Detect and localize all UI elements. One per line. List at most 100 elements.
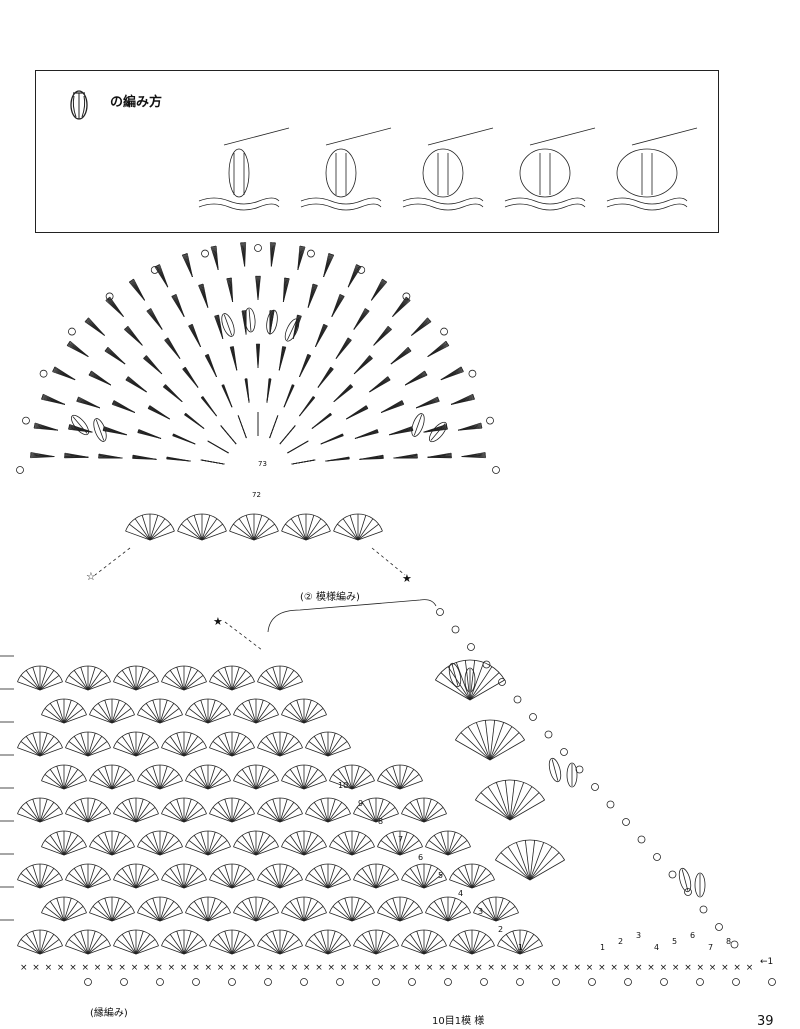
double-crochet-stitch	[350, 515, 358, 540]
double-crochet-stitch	[338, 835, 352, 855]
double-crochet-stitch	[65, 682, 88, 690]
motif-shell	[318, 367, 333, 387]
double-crochet-stitch	[405, 371, 424, 385]
double-crochet-stitch	[69, 741, 88, 756]
double-crochet-stitch	[282, 531, 306, 540]
pattern-shell	[113, 732, 158, 756]
double-crochet-stitch	[208, 781, 231, 789]
motif-shell	[267, 379, 271, 403]
double-crochet-stitch	[160, 769, 174, 789]
double-crochet-stitch	[280, 736, 294, 756]
double-crochet-stitch	[136, 814, 159, 822]
double-crochet-stitch	[141, 840, 160, 855]
double-crochet-stitch	[189, 774, 208, 789]
double-crochet-stitch	[201, 766, 208, 789]
motif-shell	[199, 284, 208, 308]
double-crochet-stitch	[305, 880, 328, 888]
double-crochet-stitch	[40, 799, 47, 822]
pattern-shell	[377, 897, 422, 921]
double-crochet-stitch	[280, 675, 299, 690]
motif-shell	[354, 308, 369, 329]
double-crochet-stitch	[202, 519, 217, 540]
pattern-shell	[89, 897, 134, 921]
double-crochet-stitch	[291, 460, 315, 464]
double-crochet-stitch	[237, 840, 256, 855]
double-crochet-stitch	[112, 898, 119, 921]
double-crochet-stitch	[88, 748, 111, 756]
double-crochet-stitch	[242, 769, 256, 789]
pattern-shell	[233, 897, 278, 921]
motif-shell	[374, 326, 392, 345]
edge-picot	[545, 731, 552, 738]
double-crochet-stitch	[89, 781, 112, 789]
double-crochet-stitch	[410, 802, 424, 822]
double-crochet-stitch	[146, 901, 160, 921]
edge-row-number-1: 1	[600, 943, 605, 952]
double-crochet-stitch	[328, 873, 347, 888]
motif-shell	[348, 264, 361, 287]
double-crochet-stitch	[377, 847, 400, 855]
motif-shell	[321, 434, 344, 444]
bobble-strand	[249, 309, 251, 331]
double-crochet-stitch	[129, 733, 136, 756]
double-crochet-stitch	[425, 913, 448, 921]
double-crochet-stitch	[88, 939, 107, 954]
double-crochet-stitch	[393, 766, 400, 789]
motif-picot	[17, 467, 24, 474]
double-crochet-stitch	[232, 667, 239, 690]
double-crochet-stitch	[304, 847, 327, 855]
double-crochet-stitch	[40, 865, 47, 888]
double-crochet-stitch	[160, 703, 174, 723]
double-crochet-stitch	[401, 946, 424, 954]
double-crochet-stitch	[304, 766, 311, 789]
double-crochet-stitch	[40, 675, 59, 690]
double-crochet-stitch	[17, 748, 40, 756]
double-crochet-stitch	[232, 865, 239, 888]
pattern-stitch-label: (② 模様編み)	[300, 588, 360, 603]
double-crochet-stitch	[161, 682, 184, 690]
double-crochet-stitch	[88, 931, 95, 954]
double-crochet-stitch	[256, 703, 270, 723]
double-crochet-stitch	[185, 715, 208, 723]
pattern-shell	[377, 765, 422, 789]
double-crochet-stitch	[81, 865, 88, 888]
double-crochet-stitch	[280, 939, 299, 954]
double-crochet-stitch	[81, 733, 88, 756]
single-crochet-mark: ×	[500, 963, 508, 973]
double-crochet-stitch	[328, 814, 351, 822]
double-crochet-stitch	[496, 901, 510, 921]
double-crochet-stitch	[285, 708, 304, 723]
double-crochet-stitch	[218, 670, 232, 690]
double-crochet-stitch	[184, 865, 191, 888]
pattern-shell	[209, 732, 254, 756]
pattern-shell	[281, 831, 326, 855]
single-crochet-mark: ×	[537, 963, 545, 973]
bobble-strand	[414, 415, 422, 436]
row-number-1: 1	[518, 943, 523, 952]
single-crochet-mark: ×	[487, 963, 495, 973]
double-crochet-stitch	[112, 404, 135, 412]
edge-shell	[495, 840, 564, 880]
double-crochet-stitch	[424, 931, 431, 954]
motif-shell	[163, 384, 182, 401]
single-crochet-mark: ×	[524, 963, 532, 973]
double-crochet-stitch	[448, 913, 471, 921]
double-crochet-stitch	[165, 340, 180, 358]
double-crochet-stitch	[352, 774, 371, 789]
double-crochet-stitch	[232, 931, 239, 954]
double-crochet-stitch	[64, 901, 78, 921]
single-crochet-mark: ×	[377, 963, 385, 973]
edging-picot	[85, 979, 92, 986]
double-crochet-stitch	[400, 906, 419, 921]
motif-shell	[428, 341, 449, 356]
edging-picot	[193, 979, 200, 986]
double-crochet-stitch	[369, 799, 376, 822]
single-crochet-mark: ×	[426, 963, 434, 973]
pattern-shell	[65, 666, 110, 690]
double-crochet-stitch	[284, 385, 292, 408]
double-crochet-stitch	[81, 667, 88, 690]
double-crochet-stitch	[417, 799, 424, 822]
double-crochet-stitch	[69, 807, 88, 822]
double-crochet-stitch	[369, 377, 387, 392]
double-crochet-stitch	[448, 840, 467, 855]
